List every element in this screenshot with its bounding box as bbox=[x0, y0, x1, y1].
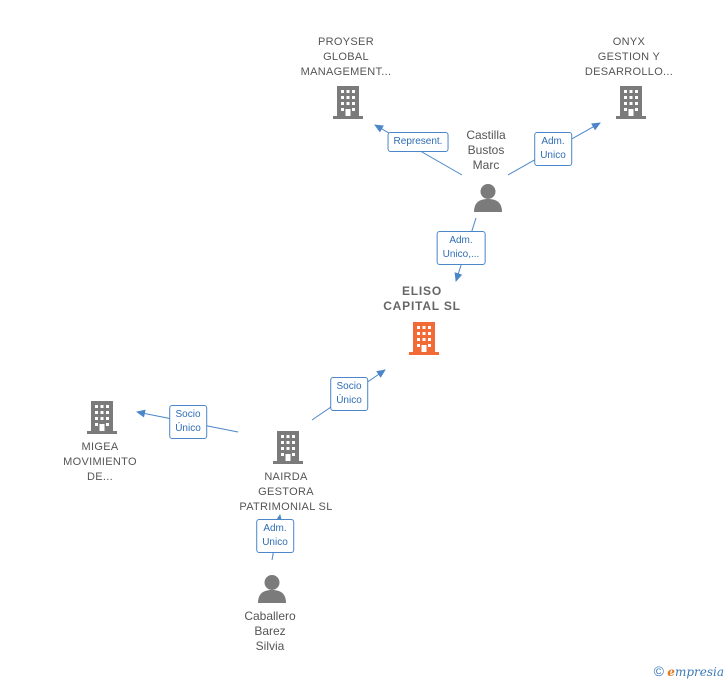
brand-initial: e bbox=[667, 665, 675, 679]
node-label-proyser[interactable]: PROYSER GLOBAL MANAGEMENT... bbox=[300, 36, 392, 78]
node-label-caballero[interactable]: Caballero Barez Silvia bbox=[244, 609, 296, 653]
copyright-icon: © bbox=[653, 663, 664, 679]
building-icon bbox=[87, 401, 117, 434]
node-label-migea[interactable]: MIGEA MOVIMIENTO DE... bbox=[63, 441, 137, 483]
empresia-logo[interactable]: © empresia bbox=[654, 663, 724, 679]
edge-badge-adm-eliso[interactable]: Adm. Unico,... bbox=[436, 231, 486, 265]
building-icon-main bbox=[409, 322, 439, 355]
building-icon bbox=[616, 86, 646, 119]
brand-name: mpresia bbox=[674, 665, 724, 679]
edge-badge-socio-eliso[interactable]: Socio Único bbox=[330, 377, 368, 411]
building-icon bbox=[273, 431, 303, 464]
edge-badge-represent[interactable]: Represent. bbox=[387, 132, 449, 152]
building-icon bbox=[333, 86, 363, 119]
node-label-eliso[interactable]: ELISO CAPITAL SL bbox=[383, 284, 461, 313]
edge-badge-socio-migea[interactable]: Socio Único bbox=[169, 405, 207, 439]
person-icon bbox=[258, 575, 286, 603]
edge-badge-adm-onyx[interactable]: Adm. Unico bbox=[534, 132, 572, 166]
person-icon bbox=[474, 184, 502, 212]
edge-badge-adm-nairda[interactable]: Adm. Unico bbox=[256, 519, 294, 553]
node-label-onyx[interactable]: ONYX GESTION Y DESARROLLO... bbox=[584, 36, 674, 78]
node-label-nairda[interactable]: NAIRDA GESTORA PATRIMONIAL SL bbox=[239, 471, 333, 513]
node-label-castilla[interactable]: Castilla Bustos Marc bbox=[466, 128, 506, 172]
